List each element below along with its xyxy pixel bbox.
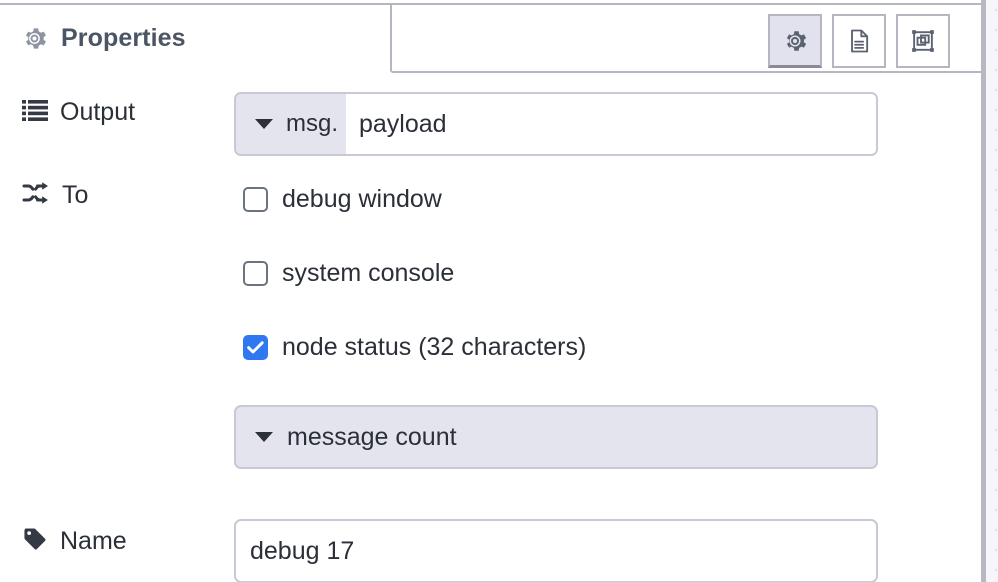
node-status-type-select[interactable]: message count	[234, 405, 878, 469]
name-field: debug 17	[234, 519, 878, 582]
tabbar-underline	[0, 71, 981, 73]
node-status-type-inner: message count	[236, 407, 457, 467]
node-status-label: node status (32 characters)	[282, 333, 587, 361]
output-label: Output	[22, 98, 135, 127]
output-msg-type-select[interactable]: msg.	[236, 94, 346, 154]
node-status-type-label: message count	[287, 422, 457, 451]
list-icon	[22, 99, 48, 126]
chevron-down-icon	[255, 432, 273, 442]
panel-tabbar: Properties	[0, 5, 981, 73]
output-label-text: Output	[60, 98, 136, 126]
to-option-debug-window[interactable]: debug window	[243, 185, 442, 214]
name-label-text: Name	[60, 527, 127, 555]
output-row: Output msg. payload	[0, 73, 981, 156]
output-property-field: msg. payload	[234, 92, 878, 156]
to-label: To	[22, 181, 88, 210]
appearance-shapes-icon	[912, 30, 934, 52]
debug-window-checkbox[interactable]	[243, 187, 268, 212]
panel-resize-divider[interactable]	[981, 0, 986, 582]
debug-window-label: debug window	[282, 185, 442, 213]
properties-form: Output msg. payload	[0, 73, 981, 582]
to-label-text: To	[62, 181, 89, 209]
panel-icon-tabs	[768, 14, 950, 68]
properties-tab-icon[interactable]	[768, 14, 822, 68]
flow-canvas-strip	[986, 0, 998, 582]
name-input[interactable]: debug 17	[250, 536, 355, 565]
gear-icon	[21, 25, 48, 52]
to-option-system-console[interactable]: system console	[243, 259, 454, 288]
name-row: Name debug 17	[0, 493, 981, 582]
output-property-input[interactable]: payload	[346, 94, 876, 154]
tab-properties[interactable]: Properties	[0, 5, 392, 73]
gear-icon	[786, 30, 807, 51]
description-tab-icon[interactable]	[832, 14, 886, 68]
output-msg-type-label: msg.	[286, 110, 339, 137]
check-icon	[247, 341, 264, 354]
tag-icon	[22, 526, 48, 557]
panel-top-rule	[0, 3, 981, 5]
name-label: Name	[22, 526, 127, 557]
appearance-tab-icon[interactable]	[896, 14, 950, 68]
shuffle-icon	[22, 181, 50, 210]
to-row: To debug window system console node sta	[0, 153, 981, 493]
document-icon	[851, 29, 869, 53]
to-option-node-status[interactable]: node status (32 characters)	[243, 333, 586, 362]
tab-properties-label: Properties	[61, 23, 186, 52]
system-console-checkbox[interactable]	[243, 261, 268, 286]
system-console-label: system console	[282, 259, 455, 287]
chevron-down-icon	[255, 119, 273, 129]
node-status-checkbox[interactable]	[243, 335, 268, 360]
